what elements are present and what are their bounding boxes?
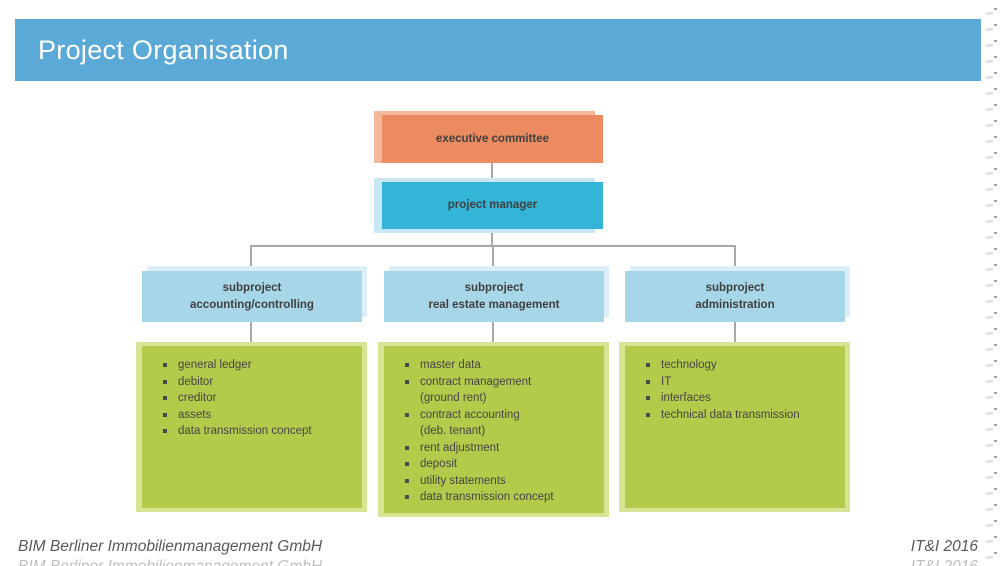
footer-ghost-edition: IT&I 2016 <box>911 558 978 566</box>
bullet-square-icon <box>405 495 409 499</box>
list-item-text: contract accounting (deb. tenant) <box>420 408 520 438</box>
tasks-real-estate-box: master data contract management (ground r… <box>384 346 604 513</box>
list-item-text: rent adjustment <box>420 441 500 454</box>
list-item-text: utility statements <box>420 474 506 487</box>
list-item-text: technical data transmission <box>661 408 800 421</box>
connector-drop-middle <box>492 245 494 266</box>
list-item: rent adjustment <box>405 440 592 457</box>
list-item: contract management (ground rent) <box>405 374 592 407</box>
bullet-square-icon <box>646 379 650 384</box>
list-item: interfaces <box>646 390 833 407</box>
page-title: Project Organisation <box>38 34 289 65</box>
list-item: technology <box>646 357 833 374</box>
list-item: assets <box>163 407 350 424</box>
footer-clipped-next-line: BIM Berliner Immobilienmanagement GmbH I… <box>18 558 978 566</box>
list-item-text: master data <box>420 359 481 371</box>
bullet-square-icon <box>163 396 167 400</box>
bullet-square-icon <box>163 363 167 367</box>
bullet-square-icon <box>646 412 650 417</box>
bullet-square-icon <box>405 478 409 483</box>
list-item-text: deposit <box>420 458 458 470</box>
bullet-square-icon <box>405 445 409 450</box>
connector-drop-left <box>250 245 252 266</box>
watermark-dots <box>994 8 997 566</box>
tasks-real-estate-list: master data contract management (ground r… <box>405 357 592 506</box>
tasks-accounting-box: general ledger debitor creditor assets data … <box>142 346 362 508</box>
list-item: deposit <box>405 456 592 473</box>
connector-sub2-to-tasks <box>492 322 494 342</box>
list-item-text: data transmission concept <box>178 425 312 437</box>
list-item: creditor <box>163 390 350 407</box>
subproject-real-estate-box: subproject real estate management <box>384 271 604 322</box>
bullet-square-icon <box>163 429 167 433</box>
list-item: technical data transmission <box>646 407 833 424</box>
list-item: data transmission concept <box>163 423 350 440</box>
connector-exec-to-manager <box>491 163 493 182</box>
tasks-accounting-list: general ledger debitor creditor assets data … <box>163 357 350 440</box>
footer-company: BIM Berliner Immobilienmanagement GmbH <box>18 538 323 555</box>
list-item-text: technology <box>661 359 717 371</box>
bullet-square-icon <box>405 412 409 417</box>
connector-sub3-to-tasks <box>734 322 736 342</box>
list-item: data transmission concept <box>405 489 592 506</box>
bullet-square-icon <box>646 396 650 400</box>
list-item-text: general ledger <box>178 359 252 371</box>
subproject-accounting-box: subproject accounting/controlling <box>142 271 362 322</box>
list-item-text: data transmission concept <box>420 491 554 503</box>
list-item-text: assets <box>178 408 212 421</box>
executive-committee-box: executive committee <box>382 115 603 163</box>
list-item: debitor <box>163 374 350 391</box>
bullet-square-icon <box>405 462 409 466</box>
footer-ghost-company: BIM Berliner Immobilienmanagement GmbH <box>18 558 322 566</box>
list-item: master data <box>405 357 592 374</box>
project-manager-box: project manager <box>382 182 603 229</box>
list-item-text: debitor <box>178 375 214 388</box>
list-item-text: IT <box>661 375 672 388</box>
bullet-square-icon <box>405 363 409 367</box>
connector-manager-down <box>491 229 493 246</box>
list-item-text: creditor <box>178 392 217 404</box>
connector-sub1-to-tasks <box>250 322 252 342</box>
list-item: utility statements <box>405 473 592 490</box>
list-item-text: contract management (ground rent) <box>420 375 532 405</box>
bullet-square-icon <box>646 363 650 367</box>
bullet-square-icon <box>405 379 409 384</box>
footer: BIM Berliner Immobilienmanagement GmbH I… <box>18 538 978 556</box>
connector-drop-right <box>734 245 736 266</box>
watermark-swirls <box>986 12 993 566</box>
list-item: general ledger <box>163 357 350 374</box>
footer-edition: IT&I 2016 <box>910 538 978 555</box>
list-item-text: interfaces <box>661 392 711 404</box>
list-item: IT <box>646 374 833 391</box>
bullet-square-icon <box>163 379 167 384</box>
bullet-square-icon <box>163 412 167 417</box>
title-bar: Project Organisation <box>15 19 981 81</box>
list-item: contract accounting (deb. tenant) <box>405 407 592 440</box>
subproject-administration-box: subproject administration <box>625 271 845 322</box>
